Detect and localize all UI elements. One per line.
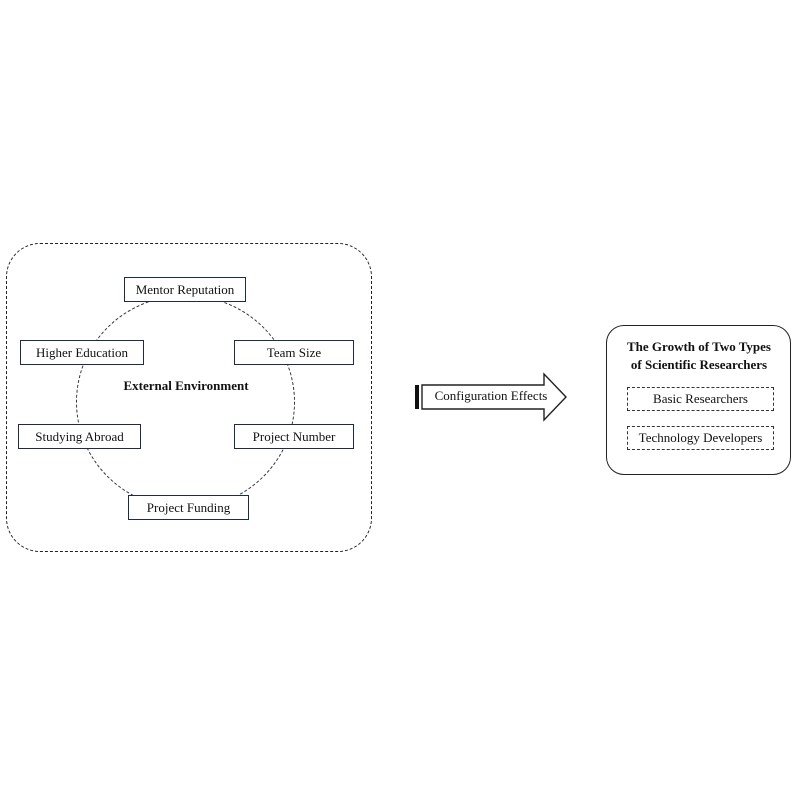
factor-studying-abroad: Studying Abroad — [18, 424, 141, 449]
researcher-growth-title: The Growth of Two Types of Scientific Re… — [612, 338, 786, 374]
factor-mentor-reputation: Mentor Reputation — [124, 277, 246, 302]
configuration-effects-label: Configuration Effects — [434, 388, 548, 403]
configuration-effects-arrow — [415, 372, 567, 422]
type-technology-developers: Technology Developers — [627, 426, 774, 450]
factor-team-size: Team Size — [234, 340, 354, 365]
type-basic-researchers: Basic Researchers — [627, 387, 774, 411]
factor-higher-education: Higher Education — [20, 340, 144, 365]
environment-ring — [76, 295, 295, 509]
researcher-growth-panel — [606, 325, 791, 475]
researcher-growth-title-line2: of Scientific Researchers — [630, 357, 768, 372]
factor-project-number: Project Number — [234, 424, 354, 449]
researcher-growth-title-line1: The Growth of Two Types — [627, 339, 771, 354]
factor-project-funding: Project Funding — [128, 495, 249, 520]
external-environment-label: External Environment — [123, 378, 249, 393]
external-environment-panel — [6, 243, 372, 552]
